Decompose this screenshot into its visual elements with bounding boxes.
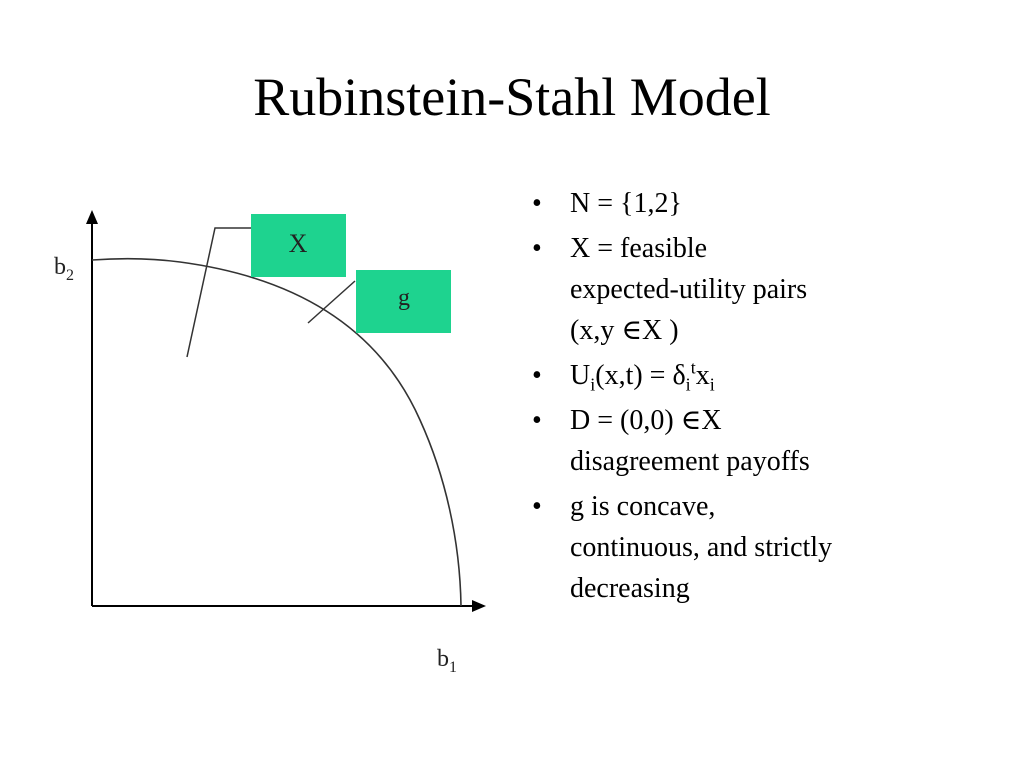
slide-title: Rubinstein-Stahl Model <box>253 67 771 127</box>
bullet-text: disagreement payoffs <box>570 446 810 477</box>
x-leader-line <box>186 227 251 358</box>
bullet-text: expected-utility pairs <box>570 274 808 305</box>
bullet-disagreement: • D = (0,0) ∈X disagreement payoffs <box>528 400 1008 482</box>
bullet-g-properties: • g is concave, continuous, and strictly… <box>528 486 1008 609</box>
bullet-text: X = feasible <box>570 233 708 264</box>
bullet-marker: • <box>532 491 542 522</box>
x-axis-arrow <box>472 600 486 612</box>
bullet-players: • N = {1,2} <box>528 183 1008 224</box>
bullet-feasible-set: • X = feasible expected-utility pairs (x… <box>528 228 1008 351</box>
g-leader-line <box>307 280 356 324</box>
y-axis-arrow <box>86 210 98 224</box>
bullet-marker: • <box>532 405 542 436</box>
bullet-marker: • <box>532 233 542 264</box>
label-g: g <box>398 285 410 311</box>
bullet-text: N = {1,2} <box>570 188 682 219</box>
bullet-text: Ui(x,t) = δitxi <box>570 357 715 395</box>
bullet-text: continuous, and strictly <box>570 532 833 563</box>
bullet-marker: • <box>532 360 542 391</box>
bullet-text: g is concave, <box>570 491 716 522</box>
label-x: X <box>289 229 308 258</box>
x-axis-label: b1 <box>437 646 457 676</box>
bullet-text: (x,y ∈X ) <box>570 315 679 346</box>
bullet-text: D = (0,0) ∈X <box>570 405 722 436</box>
y-axis-label: b2 <box>54 254 74 284</box>
label-box-g <box>356 270 451 333</box>
frontier-curve <box>91 257 462 607</box>
bullet-list: • N = {1,2} • X = feasible expected-util… <box>528 183 1008 613</box>
bullet-utility: • Ui(x,t) = δitxi <box>528 355 1008 396</box>
bullet-text: decreasing <box>570 573 690 604</box>
bullet-marker: • <box>532 188 542 219</box>
label-box-x <box>251 214 346 277</box>
